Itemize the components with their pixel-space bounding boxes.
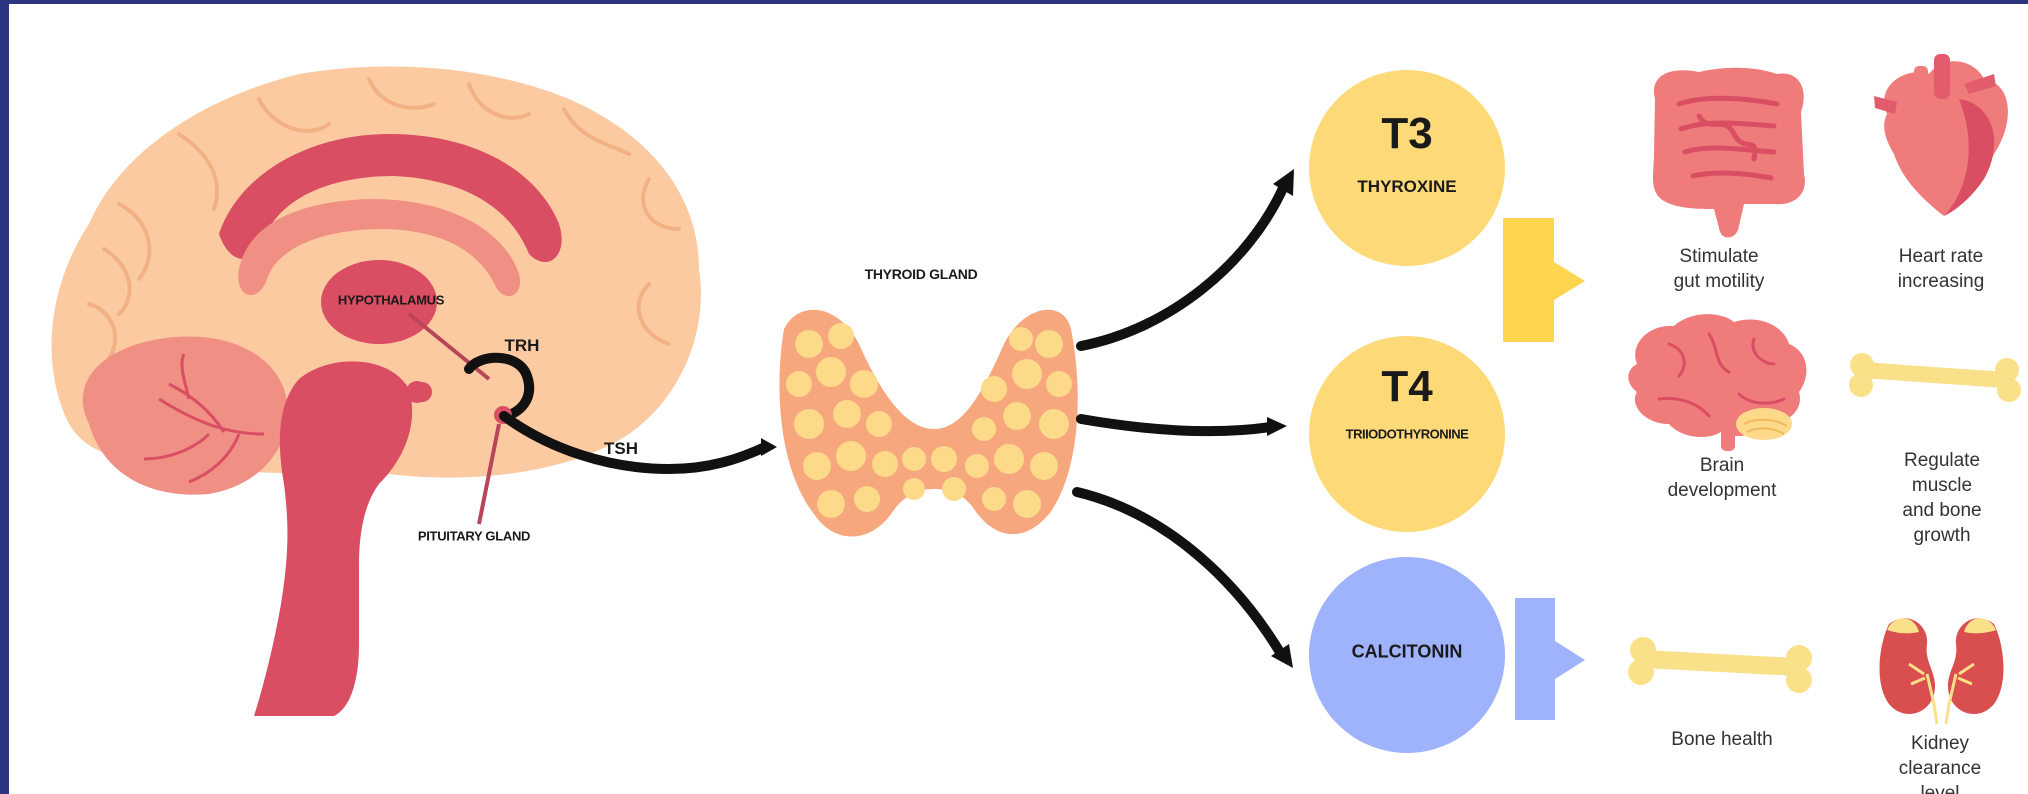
t3-circle: [1309, 70, 1505, 266]
effect-gut-motility: Stimulate gut motility: [1674, 244, 1765, 294]
pituitary-label: PITUITARY GLAND: [418, 529, 530, 544]
arrow-to-calcitonin: [1077, 492, 1281, 654]
brain-illustration: [52, 66, 701, 716]
arrow-to-t3: [1081, 186, 1284, 346]
thyroid-gland-illustration: [779, 310, 1077, 537]
tsh-arrowhead: [761, 438, 777, 456]
kidney-icon: [1880, 618, 2004, 724]
arrow-to-t4-head: [1267, 417, 1287, 436]
hypothalamus-label: HYPOTHALAMUS: [338, 293, 444, 308]
arrow-to-t4: [1081, 419, 1271, 431]
yellow-marker: [1503, 218, 1585, 342]
thyroid-hormone-diagram: HYPOTHALAMUS PITUITARY GLAND TRH TSH THY…: [9, 4, 2028, 794]
trh-label: TRH: [505, 336, 540, 356]
diagram-canvas: [9, 4, 2028, 794]
calcitonin-name: CALCITONIN: [1352, 642, 1463, 663]
effect-muscle-bone-growth: Regulate muscle and bone growth: [1899, 448, 1985, 548]
intestine-icon: [1653, 68, 1805, 238]
thyroid-label: THYROID GLAND: [865, 266, 978, 282]
t4-symbol: T4: [1381, 362, 1432, 412]
effect-heart-rate: Heart rate increasing: [1898, 244, 1985, 294]
heart-icon: [1874, 54, 2008, 216]
effect-kidney-clearance: Kidney clearance level: [1896, 731, 1984, 794]
t3-name: THYROXINE: [1357, 177, 1456, 197]
effect-brain-development: Brain development: [1668, 453, 1777, 503]
tsh-label: TSH: [604, 439, 638, 459]
brain-icon: [1628, 314, 1806, 451]
effect-bone-health: Bone health: [1671, 727, 1772, 752]
t4-name: TRIIODOTHYRONINE: [1346, 427, 1469, 442]
bone-icon: [1849, 353, 2021, 402]
bone-health-icon: [1628, 637, 1812, 693]
blue-marker: [1515, 598, 1585, 720]
t3-symbol: T3: [1381, 109, 1432, 159]
